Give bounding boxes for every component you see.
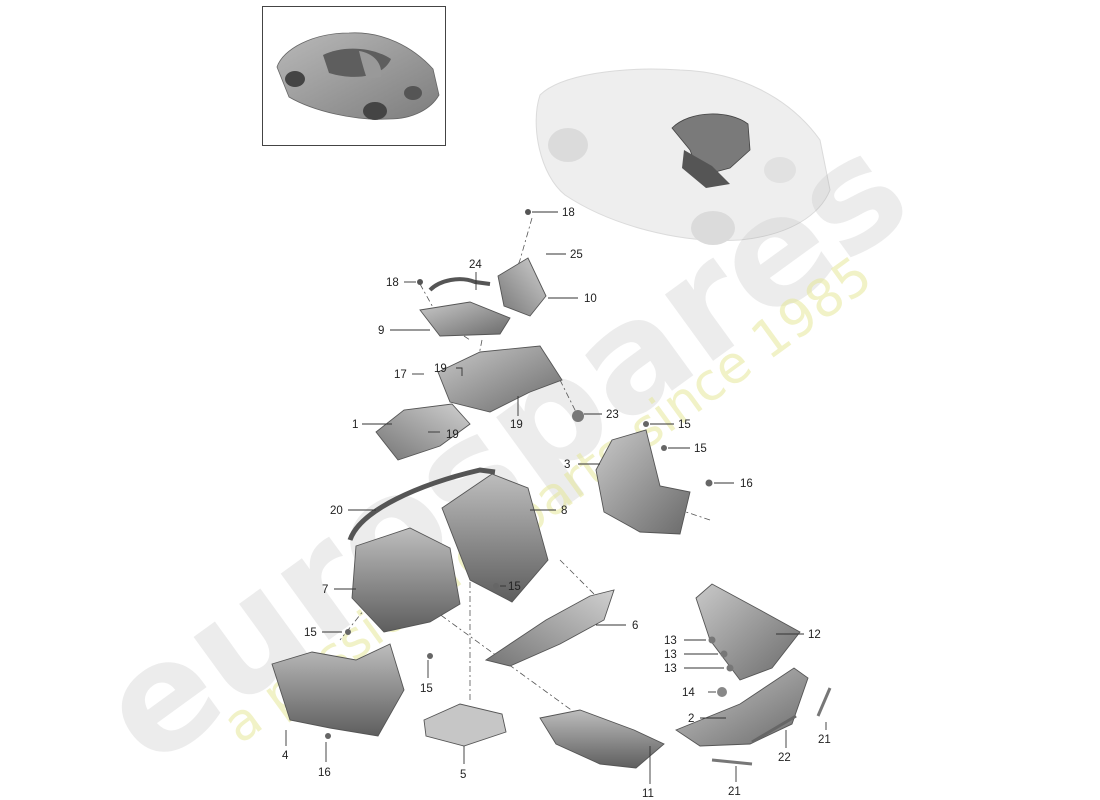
- highlighted-rear-section: [671, 113, 751, 188]
- fastener-15-e: [427, 653, 433, 659]
- part-3-panel: [595, 429, 691, 535]
- callout-24: 24: [469, 259, 482, 271]
- overview-inset: [262, 6, 446, 146]
- callout-6: 6: [632, 620, 638, 632]
- callout-8: 8: [561, 505, 567, 517]
- callout-3: 3: [564, 459, 570, 471]
- callout-18-upper: 18: [562, 207, 575, 219]
- part-7-panel: [351, 527, 461, 633]
- callout-13-b: 13: [664, 649, 677, 661]
- callout-13-a: 13: [664, 635, 677, 647]
- callout-14: 14: [682, 687, 695, 699]
- part-21-strip-upper: [816, 687, 832, 717]
- part-shapes: [271, 209, 832, 769]
- fastener-13-b: [720, 650, 728, 658]
- callout-4: 4: [282, 750, 289, 762]
- callout-19-b: 19: [510, 419, 523, 431]
- part-5-plate: [423, 703, 507, 747]
- fastener-15-c: [493, 583, 499, 589]
- part-23-grommet: [572, 410, 584, 422]
- callout-21-right: 21: [818, 734, 831, 746]
- callout-15-d: 15: [304, 627, 317, 639]
- leader-lines: [285, 211, 827, 784]
- callout-25: 25: [570, 249, 583, 261]
- part-center-shield: [437, 345, 563, 413]
- callout-7: 7: [322, 584, 328, 596]
- callout-15-e: 15: [420, 683, 433, 695]
- callout-15-a: 15: [678, 419, 691, 431]
- part-12-panel: [695, 583, 801, 681]
- part-9-shield: [419, 301, 511, 337]
- fastener-16-lower: [325, 733, 331, 739]
- background-car-image: [535, 68, 831, 245]
- part-1-shield: [375, 403, 471, 461]
- callout-19-a: 19: [434, 363, 447, 375]
- part-24-cable: [428, 277, 491, 292]
- fastener-16-right: [705, 479, 713, 487]
- callout-16-right: 16: [740, 478, 753, 490]
- callout-21-bottom: 21: [728, 786, 741, 798]
- callout-19-c: 19: [446, 429, 459, 441]
- fastener-18-left: [417, 279, 423, 285]
- callout-15-c: 15: [508, 581, 521, 593]
- part-8-panel: [441, 473, 549, 603]
- fastener-15-a: [643, 421, 649, 427]
- part-4-panel: [271, 643, 405, 737]
- part-10-bracket: [497, 257, 547, 317]
- callout-23: 23: [606, 409, 619, 421]
- fastener-15-b: [661, 445, 667, 451]
- part-20-seal: [347, 467, 496, 541]
- callout-22: 22: [778, 752, 791, 764]
- part-21-strip-lower: [711, 758, 753, 766]
- callout-17: 17: [394, 369, 407, 381]
- callout-1: 1: [352, 419, 358, 431]
- part-11-panel: [539, 709, 665, 769]
- callout-12: 12: [808, 629, 821, 641]
- part-2-shield: [675, 667, 809, 747]
- fastener-14: [717, 687, 727, 697]
- callout-2: 2: [688, 713, 694, 725]
- callout-20: 20: [330, 505, 343, 517]
- part-6-panel: [484, 589, 615, 667]
- callout-9: 9: [378, 325, 384, 337]
- overview-car-image: [276, 32, 440, 120]
- fastener-15-d: [345, 629, 351, 635]
- callout-labels: 18 25 24 10 18 9 19 17 19 1 19 23 15 15 …: [282, 207, 831, 800]
- callout-15-b: 15: [694, 443, 707, 455]
- part-22-strip: [751, 714, 797, 744]
- callout-5: 5: [460, 769, 466, 781]
- callout-11: 11: [642, 788, 654, 800]
- fastener-13-a: [708, 636, 716, 644]
- callout-18-left: 18: [386, 277, 399, 289]
- callout-16-lower: 16: [318, 767, 331, 779]
- fastener-13-c: [726, 664, 734, 672]
- fastener-18-upper: [525, 209, 531, 215]
- callout-13-c: 13: [664, 663, 677, 675]
- callout-10: 10: [584, 293, 597, 305]
